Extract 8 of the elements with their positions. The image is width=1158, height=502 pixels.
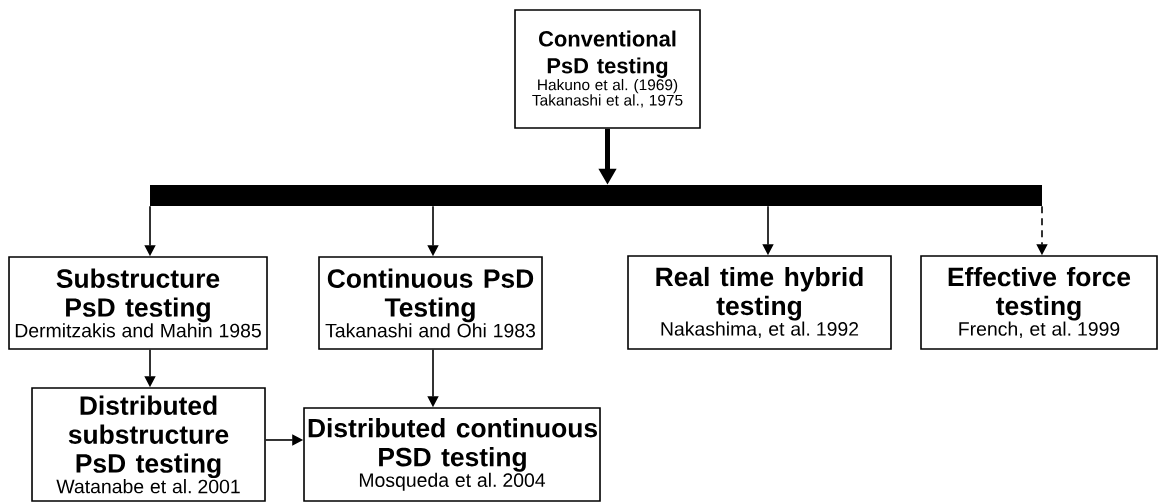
process-box: Conventional PsD testing Hakuno et al. (1969) Takanashi et al., 1975 xyxy=(514,9,701,129)
process-box: Substructure PsD testing Dermitzakis and Mahin 1985 xyxy=(8,256,268,350)
process-box: Continuous PsD Testing Takanashi and Ohi 1983 xyxy=(318,256,543,350)
process-box: Real time hybrid testing Nakashima, et al. 1992 xyxy=(627,255,892,350)
process-box: Distributed continuous PSD testing Mosqueda et al. 2004 xyxy=(303,407,601,502)
process-box: Effective force testing French, et al. 1999 xyxy=(920,255,1158,350)
process-box: Distributed substructure PsD testing Watanabe et al. 2001 xyxy=(31,387,266,502)
branch-bar xyxy=(150,185,1042,206)
